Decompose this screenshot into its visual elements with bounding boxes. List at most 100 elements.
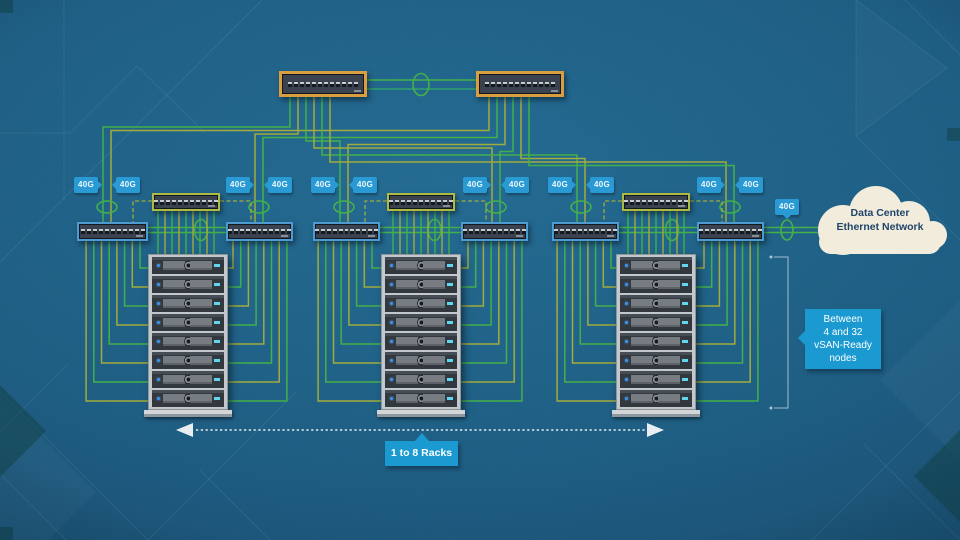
power-led-icon bbox=[625, 302, 628, 305]
status-led-icon bbox=[682, 283, 688, 286]
switch-port bbox=[294, 81, 298, 87]
switch-port bbox=[315, 229, 319, 234]
switch-port bbox=[326, 229, 331, 234]
power-led-icon bbox=[625, 359, 628, 362]
server-unit bbox=[385, 257, 457, 274]
model-tag bbox=[516, 235, 523, 237]
power-led-icon bbox=[625, 283, 628, 286]
status-led-icon bbox=[682, 378, 688, 381]
leaf-switch-1 bbox=[152, 193, 220, 211]
switch-port bbox=[356, 229, 361, 234]
switch-port bbox=[654, 199, 658, 205]
nodes-range-bracket bbox=[769, 255, 789, 410]
switch-port bbox=[601, 229, 606, 234]
server-unit bbox=[152, 333, 224, 350]
speed-badge-40g: 40G bbox=[586, 177, 614, 193]
drive-bay bbox=[658, 356, 680, 365]
switch-port bbox=[498, 229, 503, 234]
status-led-icon bbox=[214, 283, 220, 286]
status-led-icon bbox=[447, 397, 453, 400]
switch-port bbox=[318, 81, 322, 87]
status-led-icon bbox=[447, 302, 453, 305]
switch-port bbox=[413, 199, 417, 205]
switch-port bbox=[636, 199, 640, 205]
server-unit bbox=[385, 333, 457, 350]
drive-bay bbox=[163, 337, 185, 346]
drive-bay bbox=[423, 394, 445, 403]
switch-port bbox=[86, 229, 91, 234]
switch-port bbox=[734, 229, 739, 234]
switch-port bbox=[746, 229, 751, 234]
switch-port bbox=[527, 81, 531, 87]
server-unit bbox=[620, 371, 692, 388]
power-led-icon bbox=[157, 283, 160, 286]
rack-group-cables bbox=[85, 200, 288, 402]
drive-bay bbox=[631, 394, 653, 403]
power-led-icon bbox=[390, 302, 393, 305]
rack-base bbox=[144, 410, 232, 417]
server-unit bbox=[385, 390, 457, 407]
switch-port bbox=[281, 229, 286, 234]
switch-port bbox=[630, 199, 634, 205]
tor-switch-1 bbox=[77, 222, 148, 241]
power-led-icon bbox=[390, 340, 393, 343]
power-led-icon bbox=[625, 378, 628, 381]
drive-bay bbox=[396, 261, 418, 270]
switch-port bbox=[269, 229, 274, 234]
switch-port bbox=[239, 229, 244, 234]
lock-dial-icon bbox=[416, 299, 426, 308]
drive-bay bbox=[396, 337, 418, 346]
lock-dial-icon bbox=[416, 261, 426, 270]
switch-port bbox=[503, 81, 507, 87]
lock-dial-icon bbox=[183, 356, 193, 365]
server-unit bbox=[385, 295, 457, 312]
speed-badge-40g: 40G bbox=[226, 177, 254, 193]
switch-port bbox=[752, 229, 757, 234]
switch-port bbox=[758, 229, 762, 234]
switch-port bbox=[202, 199, 206, 205]
cloud-icon bbox=[818, 186, 947, 255]
switch-port bbox=[486, 229, 491, 234]
switch-port bbox=[228, 229, 232, 234]
switch-port bbox=[516, 229, 521, 234]
lock-dial-icon bbox=[651, 375, 661, 384]
drive-bay bbox=[631, 337, 653, 346]
rack-2 bbox=[381, 254, 461, 410]
speed-badge-40g: 40G bbox=[775, 199, 799, 219]
drive-bay bbox=[658, 394, 680, 403]
speed-badge-40g: 40G bbox=[311, 177, 339, 193]
callout-line: vSAN-Ready bbox=[814, 340, 872, 351]
switch-port bbox=[480, 229, 485, 234]
speed-badge-40g: 40G bbox=[264, 177, 292, 193]
lock-dial-icon bbox=[416, 280, 426, 289]
lag-ellipse bbox=[570, 200, 592, 214]
switch-port bbox=[684, 199, 688, 205]
switch-port bbox=[559, 229, 564, 234]
switch-port bbox=[154, 199, 158, 205]
server-unit bbox=[152, 352, 224, 369]
drive-bay bbox=[163, 375, 185, 384]
lock-dial-icon bbox=[651, 280, 661, 289]
lock-dial-icon bbox=[416, 318, 426, 327]
server-unit bbox=[152, 295, 224, 312]
switch-port bbox=[666, 199, 670, 205]
status-led-icon bbox=[214, 264, 220, 267]
switch-port bbox=[92, 229, 97, 234]
switch-port bbox=[208, 199, 212, 205]
model-tag bbox=[136, 235, 143, 237]
switch-port bbox=[214, 199, 218, 205]
model-tag bbox=[752, 235, 759, 237]
switch-port bbox=[545, 81, 549, 87]
lock-dial-icon bbox=[651, 394, 661, 403]
switch-port bbox=[613, 229, 617, 234]
lock-dial-icon bbox=[183, 337, 193, 346]
switch-port bbox=[395, 199, 399, 205]
model-tag bbox=[281, 235, 288, 237]
spine-tor-feeders bbox=[96, 97, 741, 222]
server-unit bbox=[620, 333, 692, 350]
switch-port bbox=[336, 81, 340, 87]
lock-dial-icon bbox=[416, 394, 426, 403]
speed-badge-40g: 40G bbox=[548, 177, 576, 193]
switch-port bbox=[672, 199, 676, 205]
